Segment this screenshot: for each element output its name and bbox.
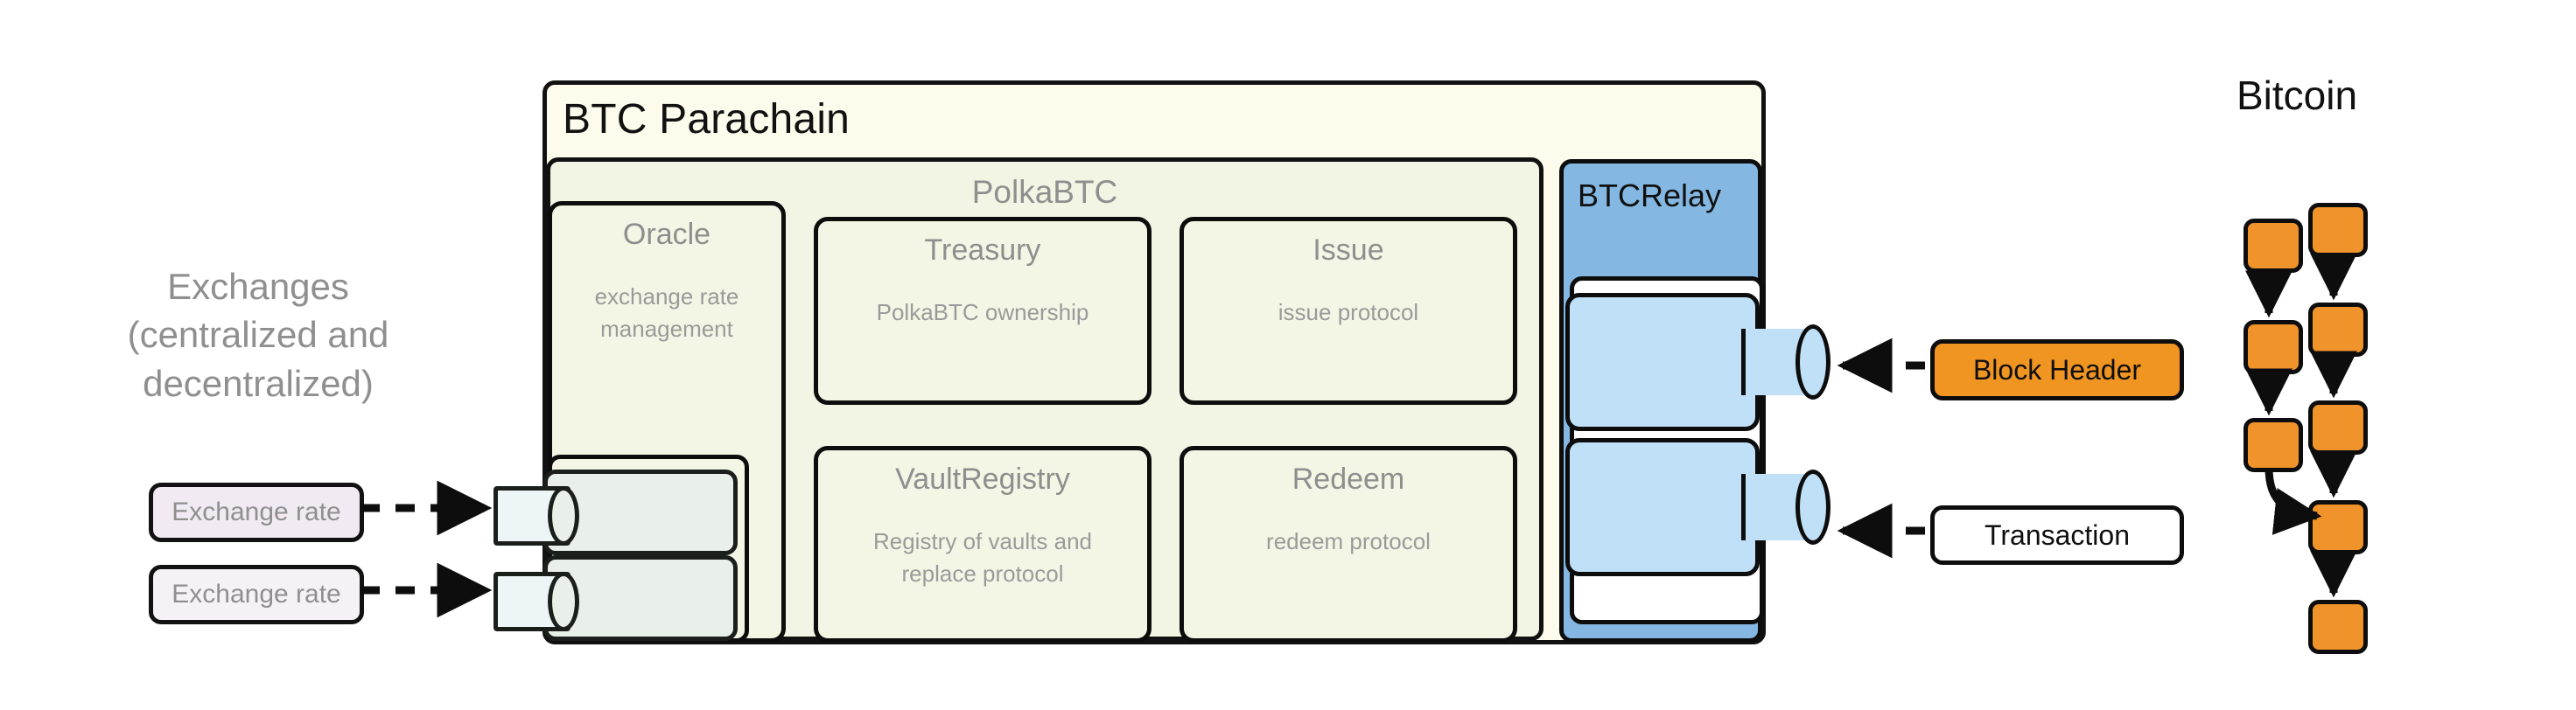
bitcoin-main-block-1 <box>2308 203 2368 257</box>
btcrelay-transaction-interface[interactable] <box>1565 438 1830 576</box>
btcrelay-block-header-interface[interactable] <box>1565 293 1830 431</box>
polkabtc-title: PolkaBTC <box>971 174 1118 210</box>
oracle-interface-group <box>494 455 749 643</box>
module-oracle-title: Oracle <box>622 218 711 251</box>
block-header-node[interactable]: Block Header <box>1930 339 2184 400</box>
module-issue-title: Issue <box>1312 233 1384 267</box>
block-header-label: Block Header <box>1972 353 2142 386</box>
exchanges-caption: Exchanges (centralized and decentralized… <box>127 266 389 404</box>
socket-icon <box>1741 324 1830 400</box>
module-issue-desc: issue protocol <box>1278 299 1419 325</box>
socket-icon <box>1741 470 1830 545</box>
oracle-interface-1[interactable] <box>494 470 738 555</box>
bitcoin-main-block-4 <box>2308 500 2368 554</box>
exchange-rate-source-2-label: Exchange rate <box>172 580 341 609</box>
exchange-rate-source-1-label: Exchange rate <box>172 498 341 526</box>
socket-icon <box>494 486 579 546</box>
transaction-label: Transaction <box>1984 519 2130 551</box>
module-issue[interactable]: Issue issue protocol <box>1180 217 1517 405</box>
bitcoin-main-block-2 <box>2308 303 2368 357</box>
btc-parachain-title: BTC Parachain <box>563 96 850 143</box>
module-treasury-title: Treasury <box>924 233 1041 267</box>
module-redeem-title: Redeem <box>1292 463 1405 496</box>
socket-icon <box>494 572 579 631</box>
module-redeem[interactable]: Redeem redeem protocol <box>1180 446 1517 643</box>
exchange-rate-source-1[interactable]: Exchange rate <box>149 483 364 542</box>
bitcoin-fork-block-3 <box>2244 418 2303 472</box>
module-treasury-desc: PolkaBTC ownership <box>876 299 1089 325</box>
btcrelay-interface-group <box>1565 276 1830 624</box>
exchange-rate-source-2[interactable]: Exchange rate <box>149 565 364 624</box>
module-treasury[interactable]: Treasury PolkaBTC ownership <box>814 217 1152 405</box>
btcrelay-title: BTCRelay <box>1578 178 1722 213</box>
module-oracle-desc: exchange rate management <box>594 283 739 342</box>
bitcoin-main-block-3 <box>2308 400 2368 455</box>
bitcoin-main-block-5 <box>2308 600 2368 654</box>
bitcoin-title: Bitcoin <box>2236 73 2358 118</box>
bitcoin-fork-block-1 <box>2244 219 2303 273</box>
bitcoin-fork-block-2 <box>2244 320 2303 374</box>
transaction-node[interactable]: Transaction <box>1930 505 2184 565</box>
module-vaultregistry[interactable]: VaultRegistry Registry of vaults and rep… <box>814 446 1152 643</box>
module-vaultregistry-title: VaultRegistry <box>895 463 1070 496</box>
module-redeem-desc: redeem protocol <box>1266 528 1431 554</box>
module-vaultregistry-desc: Registry of vaults and replace protocol <box>872 528 1092 587</box>
oracle-interface-2[interactable] <box>494 555 738 641</box>
